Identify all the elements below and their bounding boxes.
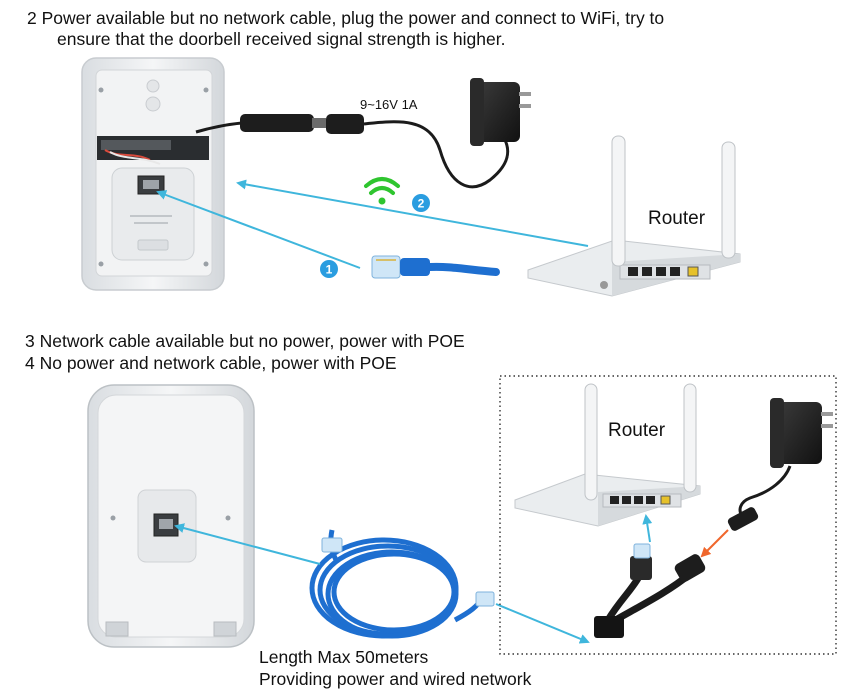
doorbell-back-bottom	[87, 384, 255, 648]
doorbell-back-top	[81, 57, 225, 291]
adapter-to-splitter-arrow	[700, 529, 729, 558]
section3-heading: 3 Network cable available but no power, …	[25, 331, 465, 351]
cable-to-poe-arrow	[495, 603, 590, 644]
step1-badge-label: 1	[326, 263, 333, 277]
providing-note: Providing power and wired network	[259, 669, 532, 689]
power-spec-label: 9~16V 1A	[360, 97, 418, 112]
splitter-to-router-arrow	[642, 514, 653, 543]
section4-heading: 4 No power and network cable, power with…	[25, 353, 397, 373]
section2-heading-line2: ensure that the doorbell received signal…	[57, 29, 506, 49]
cable-to-port-arrow	[156, 190, 361, 269]
network-cable-top	[371, 255, 500, 279]
coiled-network-cable	[309, 529, 485, 639]
cable-plugs-bottom	[321, 537, 495, 607]
router-top	[527, 135, 741, 297]
length-note: Length Max 50meters	[259, 647, 429, 667]
step2-badge-label: 2	[418, 197, 425, 211]
poe-splitter	[594, 543, 706, 638]
router-bottom	[514, 383, 701, 527]
power-adapter-bottom	[727, 398, 833, 531]
step2-badge	[412, 194, 430, 212]
power-cable-top	[195, 114, 510, 189]
port-to-cable-arrow	[174, 523, 321, 565]
router-label-top: Router	[648, 208, 706, 229]
wifi-signal-arrow	[236, 179, 589, 247]
step1-badge	[320, 260, 338, 278]
poe-kit-box	[499, 375, 837, 655]
wifi-icon	[364, 177, 400, 205]
section2-heading-line1: 2 Power available but no network cable, …	[27, 8, 665, 28]
power-adapter-top	[470, 78, 531, 146]
router-label-bottom: Router	[608, 420, 666, 441]
